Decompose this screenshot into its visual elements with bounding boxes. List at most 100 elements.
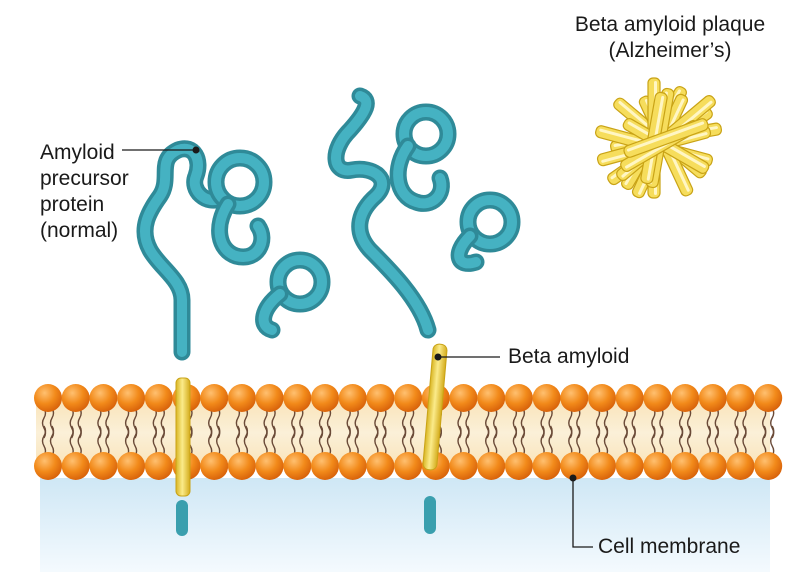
app-label-line-1: Amyloid <box>40 141 115 164</box>
lipid-head <box>200 452 229 480</box>
lipid-head <box>449 384 478 412</box>
lipid-tail <box>49 425 55 457</box>
cytoplasm-area <box>40 478 770 572</box>
lipid-tail <box>401 425 407 457</box>
lipid-head <box>588 452 616 480</box>
lipid-tail <box>576 425 581 457</box>
lipid-tail <box>326 425 332 457</box>
lipid-head <box>394 452 423 480</box>
lipid-tail <box>568 425 573 457</box>
plaque-label-line-2: (Alzheimer’s) <box>608 39 732 62</box>
lipid-tail <box>659 425 664 457</box>
lipid-head <box>227 384 256 412</box>
lipid-tail <box>762 425 767 457</box>
lipid-tail <box>409 425 415 457</box>
lipid-tail <box>548 425 553 457</box>
lipid-head <box>366 384 395 412</box>
lipid-head <box>117 384 146 412</box>
lipid-head <box>89 384 118 412</box>
lipid-tail <box>41 425 47 457</box>
lipid-tail <box>69 425 74 457</box>
cell-membrane-label: Cell membrane <box>598 535 741 558</box>
beta-amyloid-peptide <box>422 343 448 471</box>
lipid-head <box>61 384 90 412</box>
lipid-head <box>449 452 478 480</box>
lipid-tail <box>457 425 462 457</box>
leader-lines <box>122 146 593 548</box>
lipid-tail <box>291 425 296 457</box>
lipid-tail <box>686 425 692 457</box>
lipid-head <box>283 452 312 480</box>
lipid-tail <box>485 425 490 457</box>
lipid-tail <box>595 425 601 457</box>
lipid-head <box>144 384 173 412</box>
lipid-tail <box>770 425 775 457</box>
lipid-tail <box>263 425 268 457</box>
lipid-tail <box>603 425 609 457</box>
lipid-head <box>34 384 62 412</box>
lipid-head <box>560 384 589 412</box>
lipid-tail <box>374 425 379 457</box>
lipid-tail <box>520 425 526 457</box>
lipid-head <box>227 452 256 480</box>
lipid-tail <box>318 425 324 457</box>
lipid-heads-inner <box>34 452 783 480</box>
plaque-label-line-1: Beta amyloid plaque <box>574 13 766 36</box>
lipid-tail <box>631 425 636 457</box>
lipid-tail <box>382 425 387 457</box>
lipid-head <box>532 384 561 412</box>
lipid-head <box>726 384 755 412</box>
app-label-line-3: protein <box>40 193 105 216</box>
beta-amyloid-plaque <box>595 77 722 199</box>
lipid-tail <box>706 425 711 457</box>
lipid-tail <box>512 425 518 457</box>
lipid-tail <box>714 425 719 457</box>
lipid-tail <box>346 425 351 457</box>
lipid-tail <box>271 425 276 457</box>
lipid-tail <box>77 425 82 457</box>
lipid-head <box>311 452 339 480</box>
lipid-tail <box>734 425 739 457</box>
lipid-tail <box>208 425 213 457</box>
amyloid-precursor-protein <box>136 140 331 536</box>
lipid-head <box>366 452 395 480</box>
lipid-tail <box>235 425 241 457</box>
app-label-line-4: (normal) <box>40 219 119 242</box>
lipid-tail <box>124 425 130 457</box>
lipid-tail <box>299 425 304 457</box>
lipid-head <box>698 452 727 480</box>
lipid-tails <box>41 407 775 457</box>
lipid-tail <box>651 425 656 457</box>
lipid-tail <box>132 425 138 457</box>
lipid-head <box>200 384 229 412</box>
lipid-tail <box>623 425 628 457</box>
lipid-head <box>311 384 339 412</box>
lipid-head <box>283 384 312 412</box>
lipid-head <box>255 384 284 412</box>
lipid-head <box>504 384 533 412</box>
lipid-head <box>394 384 423 412</box>
lipid-tail <box>160 425 165 457</box>
lipid-head <box>671 452 700 480</box>
lipid-head <box>117 452 146 480</box>
lipid-head <box>588 384 616 412</box>
lipid-head <box>477 384 506 412</box>
plaque-fibril <box>623 118 709 158</box>
lipid-head <box>754 452 783 480</box>
lipid-head <box>61 452 90 480</box>
lipid-head <box>532 452 561 480</box>
lipid-tail <box>216 425 221 457</box>
lipid-head <box>643 452 672 480</box>
lipid-tail <box>493 425 498 457</box>
lipid-tail <box>678 425 684 457</box>
lipid-tail <box>243 425 249 457</box>
beta-amyloid-label: Beta amyloid <box>508 345 630 368</box>
lipid-head <box>338 452 367 480</box>
lipid-tail <box>465 425 470 457</box>
lipid-head <box>338 384 367 412</box>
app-label-line-2: precursor <box>40 167 129 190</box>
lipid-head <box>477 452 506 480</box>
lipid-tail <box>152 425 157 457</box>
